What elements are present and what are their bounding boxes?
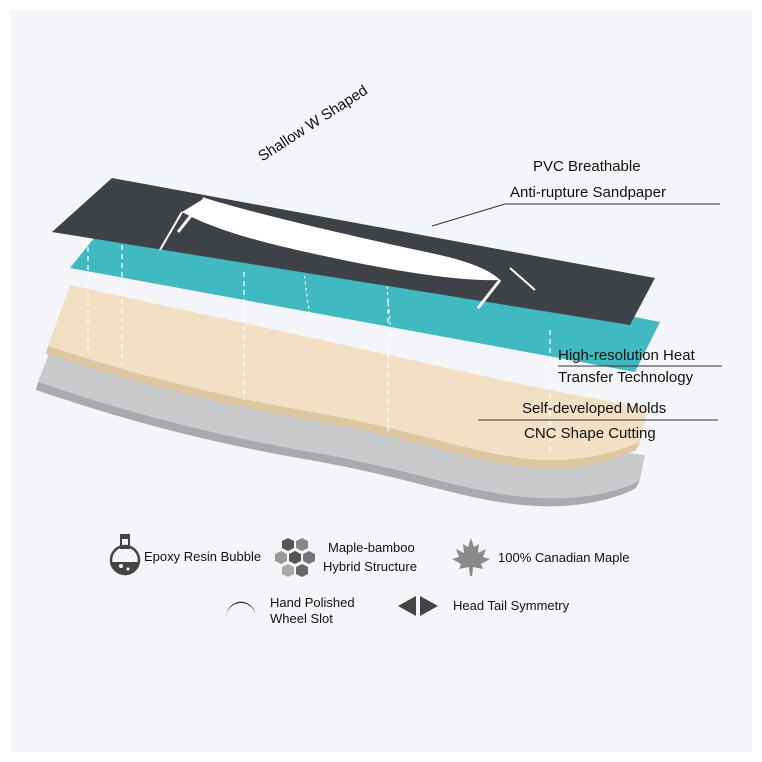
double-arrow-icon	[398, 596, 438, 616]
feature-epoxy-text: Epoxy Resin Bubble	[144, 549, 262, 564]
molds-label-line1: Self-developed Molds	[522, 400, 667, 417]
feature-canadian-maple-text: 100% Canadian Maple	[498, 550, 630, 565]
maple-leaf-icon	[452, 538, 490, 576]
feature-wheel-slot-line1: Hand Polished	[270, 595, 355, 610]
crescent-icon	[226, 601, 256, 618]
pvc-label-line1: PVC Breathable	[533, 158, 641, 175]
pvc-label-line2: Anti-rupture Sandpaper	[510, 184, 666, 201]
griptape-layer	[52, 178, 655, 325]
heat-label-line2: Transfer Technology	[558, 369, 694, 386]
feature-wheel-slot-line2: Wheel Slot	[270, 611, 333, 626]
feature-maple-bamboo-line1: Maple-bamboo	[328, 540, 415, 555]
molds-label-line2: CNC Shape Cutting	[524, 425, 656, 442]
honeycomb-icon	[275, 538, 315, 577]
flask-icon	[109, 534, 141, 576]
callout-lines	[431, 203, 722, 421]
feature-maple-bamboo-line2: Hybrid Structure	[323, 559, 417, 574]
feature-symmetry-text: Head Tail Symmetry	[453, 598, 570, 613]
wood-layer	[46, 285, 648, 469]
heat-label-line1: High-resolution Heat	[558, 347, 695, 364]
alignment-lines	[87, 238, 551, 452]
